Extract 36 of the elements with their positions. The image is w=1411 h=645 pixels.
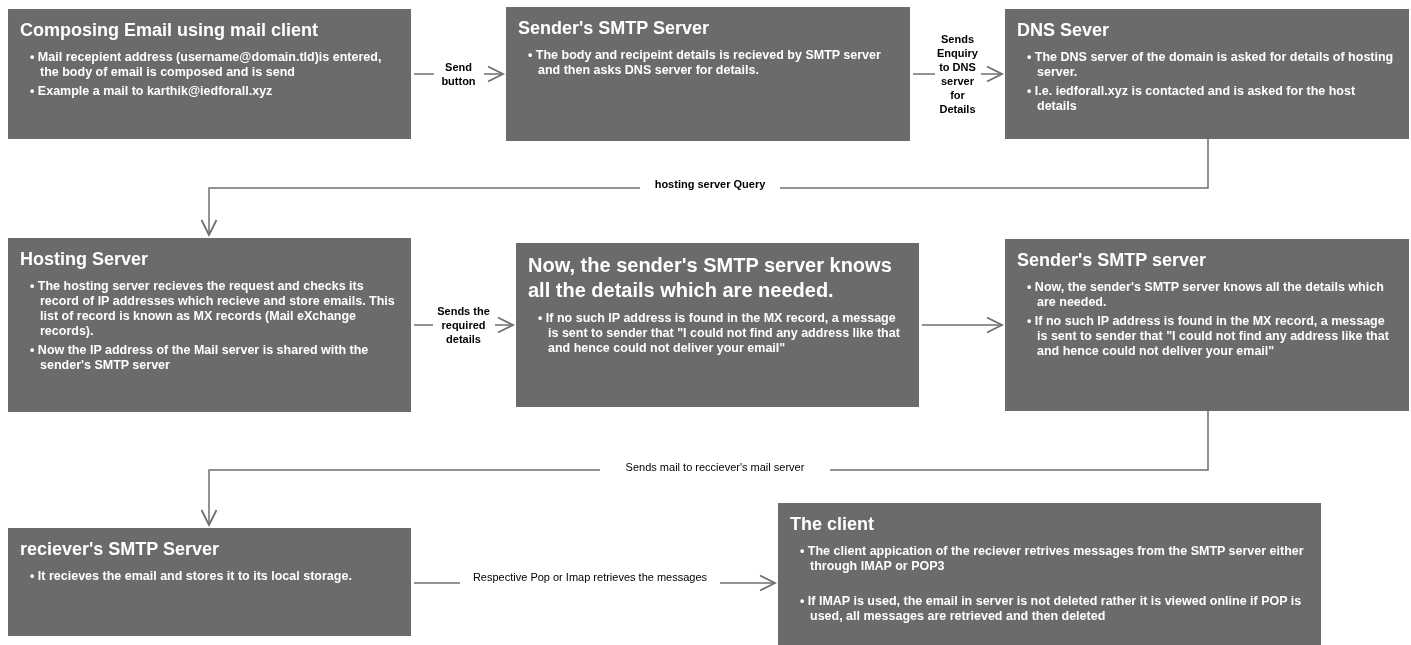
process-box [1005, 9, 1409, 139]
edge-label: hosting server Query [640, 177, 780, 191]
edge-label: Sends the required details [432, 304, 495, 346]
edge-label: Send button [433, 60, 484, 88]
box-heading: The client [790, 513, 875, 536]
bullet-text: • The hosting server recieves the request and checks its record of IP addresses which recieve and store emails. This list of record is known as MX records (Mail eXchange records). [30, 278, 396, 339]
bullet-text: • Now the IP address of the Mail server is shared with the sender's SMTP server [30, 342, 370, 373]
bullet-text: • Now, the sender's SMTP server knows all the details which are needed. [1027, 279, 1385, 310]
process-box [8, 238, 411, 412]
process-box [778, 503, 1321, 645]
bullet-text: • The DNS server of the domain is asked for details of hosting server. [1027, 49, 1395, 80]
box-heading: Composing Email using mail client [20, 19, 320, 42]
bullet-text: • It recieves the email and stores it to its local storage. [30, 568, 353, 584]
bullet-text: • I.e. iedforall.xyz is contacted and is asked for the host details [1027, 83, 1357, 114]
box-heading: DNS Sever [1017, 19, 1111, 42]
process-box [506, 7, 910, 141]
process-box [516, 243, 919, 407]
process-box [8, 9, 411, 139]
bullet-text: • If IMAP is used, the email in server is not deleted rather it is viewed online if POP is used, all messages are retrieved and then deleted [800, 593, 1303, 624]
box-heading: Now, the sender's SMTP server knows all the details which are needed. [528, 253, 893, 303]
bullet-text: • The body and recipeint details is recieved by SMTP server and then asks DNS server for details. [528, 47, 882, 78]
edge-label: Respective Pop or Imap retrieves the messages [460, 570, 720, 584]
edge-label: Sends mail to recciever's mail server [600, 460, 830, 474]
process-box [1005, 239, 1409, 411]
box-heading: Sender's SMTP Server [518, 17, 711, 40]
arrow [921, 316, 1003, 334]
bullet-text: • Mail recepient address (username@domain.tld)is entered, the body of email is composed and is send [30, 49, 383, 80]
process-box [8, 528, 411, 636]
bullet-text: • The client appication of the reciever retrives messages from the SMTP server either through IMAP or POP3 [800, 543, 1305, 574]
box-heading: reciever's SMTP Server [20, 538, 221, 561]
bullet-text: • Example a mail to karthik@iedforall.xyz [30, 83, 274, 99]
box-heading: Hosting Server [20, 248, 150, 271]
bullet-text: • If no such IP address is found in the MX record, a message is sent to sender that "I could not find any address like that and hence could not deliver your email" [538, 311, 901, 356]
box-heading: Sender's SMTP server [1017, 249, 1208, 272]
bullet-text: • If no such IP address is found in the MX record, a message is sent to sender that "I could not find any address like that and hence could not deliver your email" [1027, 313, 1390, 359]
edge-label: Sends Enquiry to DNS server for Details [934, 32, 981, 116]
